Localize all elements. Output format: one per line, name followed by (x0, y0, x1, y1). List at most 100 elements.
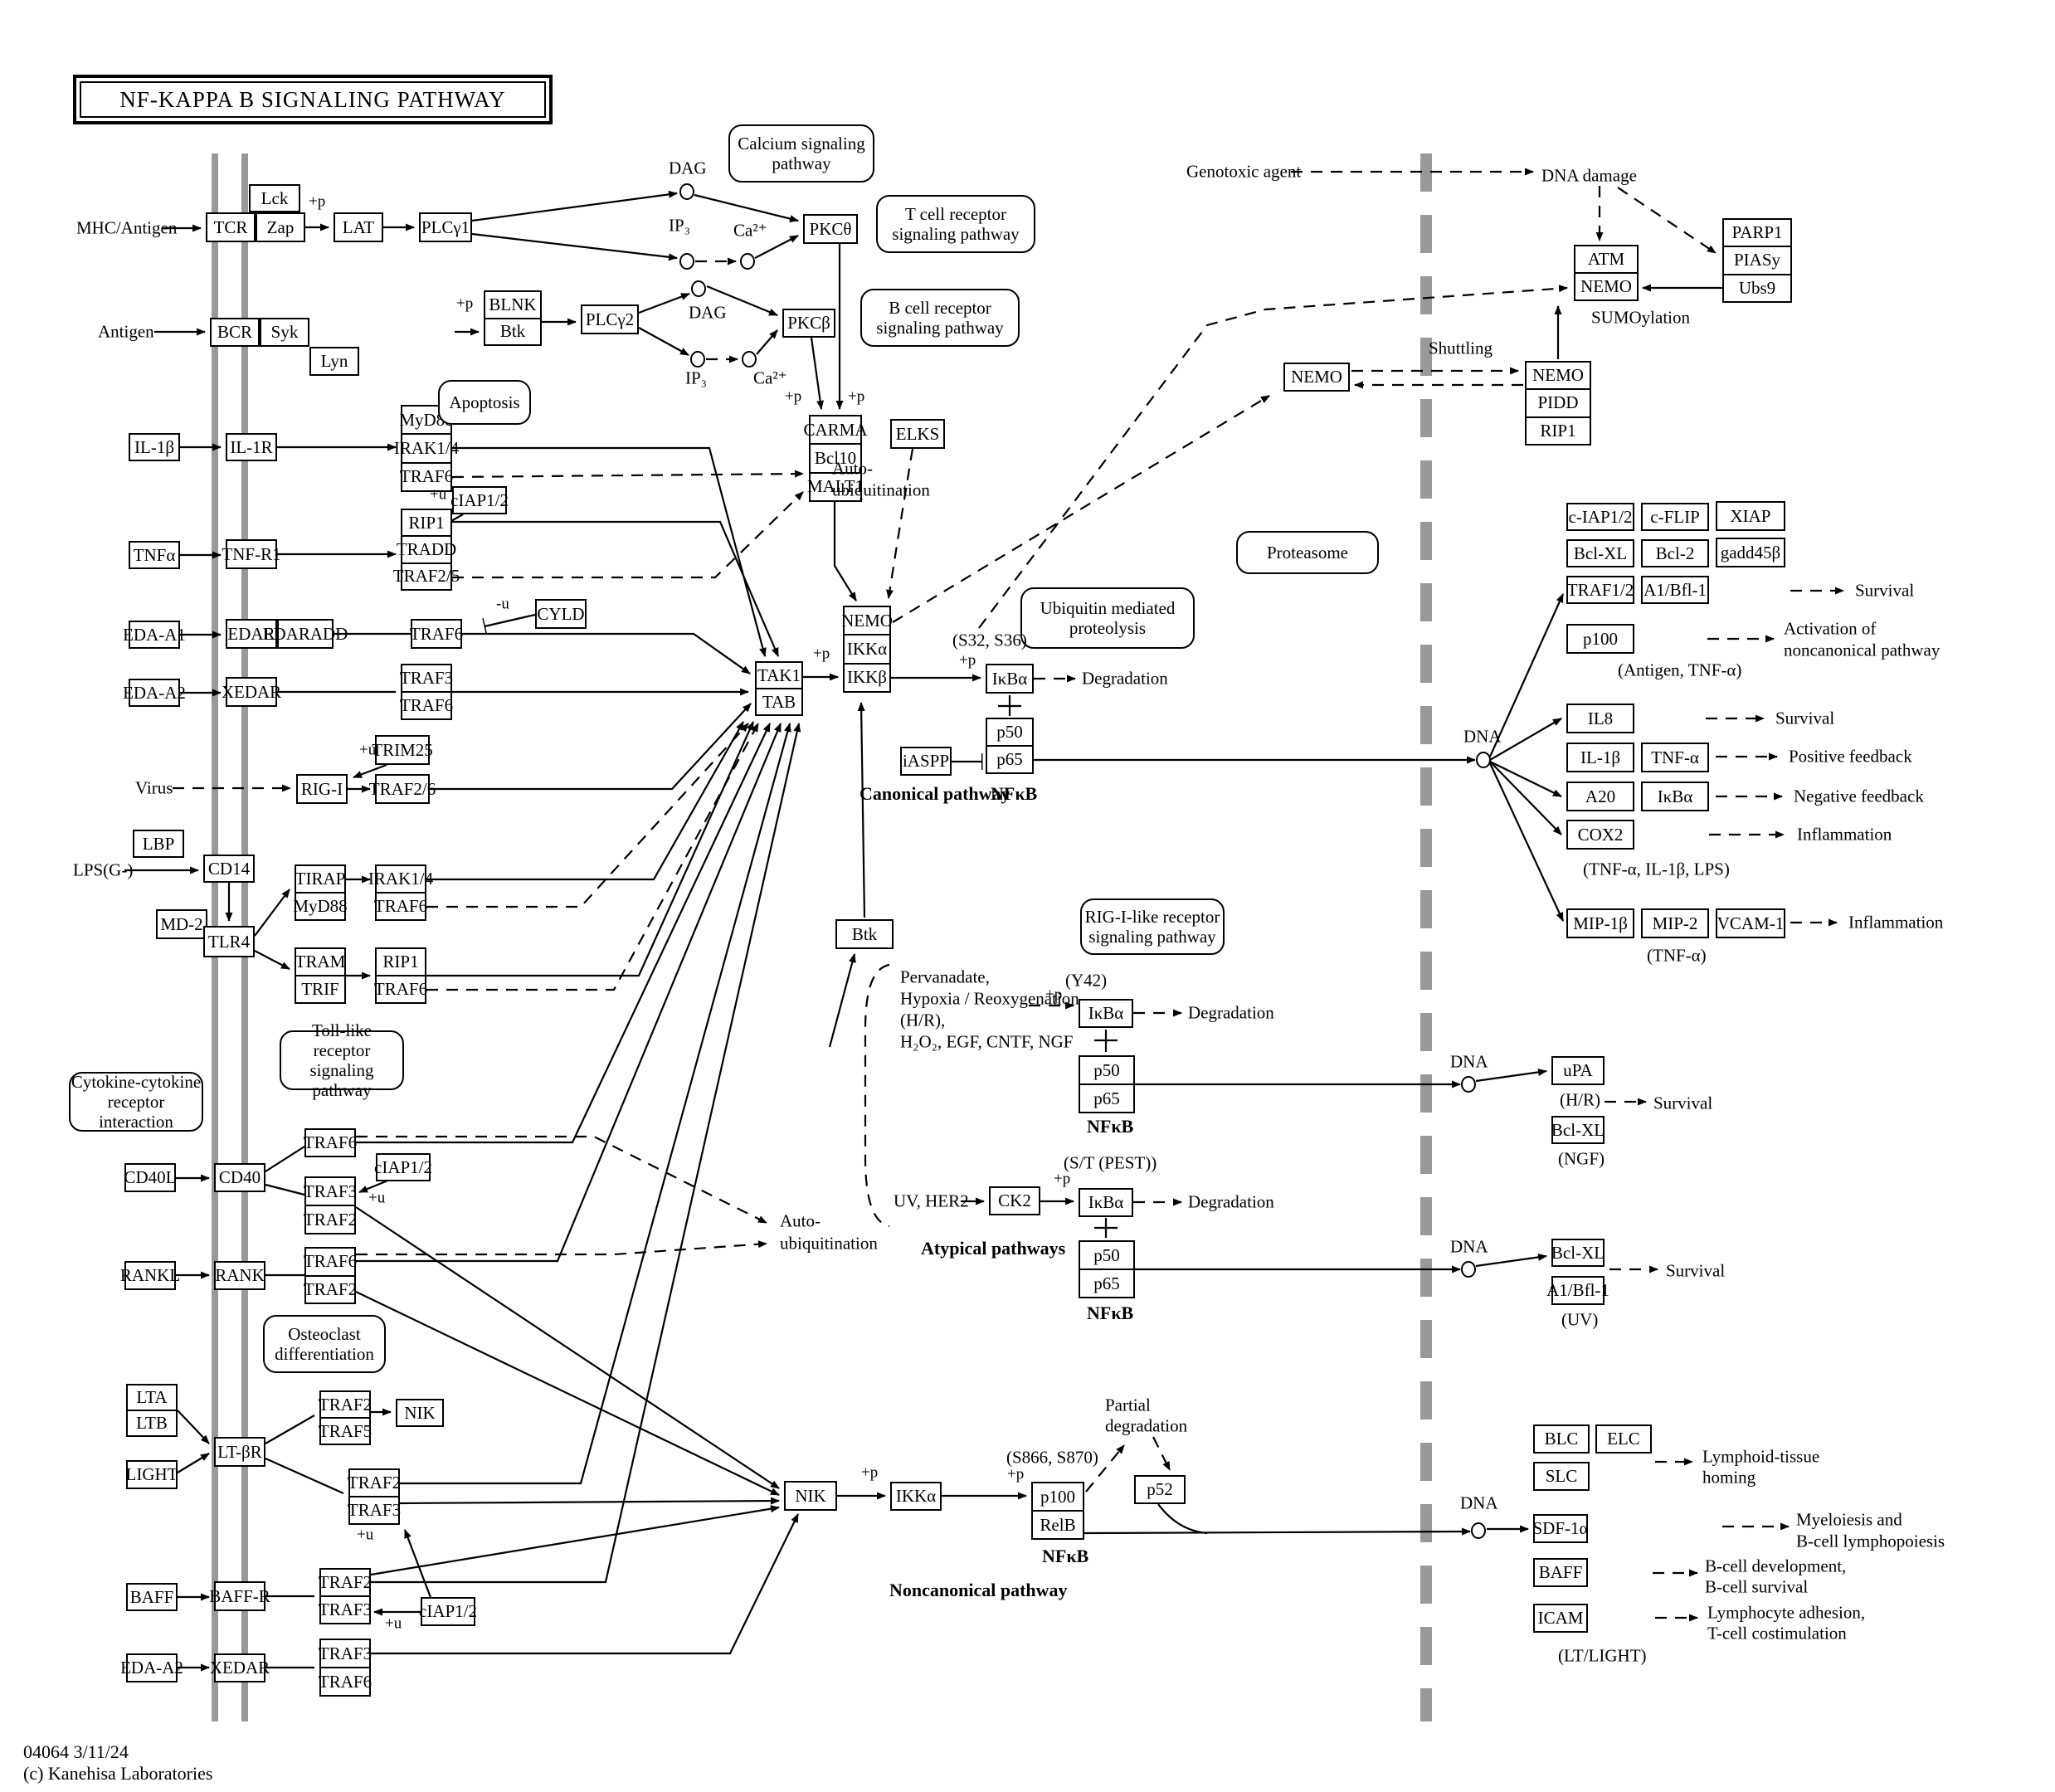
gene-box-traf26[interactable]: TRAF2/6 (369, 774, 436, 804)
gene-box-nemo-shuttle[interactable]: NEMO (1283, 363, 1350, 392)
gene-box-ck2[interactable]: CK2 (989, 1186, 1040, 1215)
gene-box-ikba-y42[interactable]: IκBα (1079, 999, 1133, 1028)
gene-box-tnfa[interactable]: TNFα (129, 541, 180, 569)
gene-box-a1bfl1-out[interactable]: A1/Bfl-1 (1641, 576, 1709, 604)
gene-box-edar[interactable]: EDAR (226, 619, 277, 649)
gene-box-bcl-xl-ngf[interactable]: Bcl-XL (1551, 1116, 1605, 1144)
gene-box-iaspp[interactable]: iASPP (900, 747, 952, 776)
gene-box-c-iap12-out[interactable]: c-IAP1/2 (1566, 503, 1634, 531)
gene-box-icam-out[interactable]: ICAM (1533, 1604, 1588, 1633)
gene-box-a20-out[interactable]: A20 (1566, 782, 1634, 811)
gene-box-xedar[interactable]: XEDAR (222, 677, 281, 707)
gene-box-il1b-out[interactable]: IL-1β (1566, 743, 1634, 772)
gene-box-mip-1b-out[interactable]: MIP-1β (1566, 908, 1634, 938)
pathway-box-apoptosis[interactable]: Apoptosis (438, 380, 531, 425)
gene-box-ciap12-b[interactable]: cIAP1/2 (374, 1153, 432, 1181)
gene-box-baff[interactable]: BAFF (126, 1583, 178, 1611)
gene-box-ikba-out[interactable]: IκBα (1641, 782, 1709, 811)
gene-box-traf12-out[interactable]: TRAF1/2 (1566, 576, 1634, 604)
gene-box-xiap[interactable]: XIAP (1716, 501, 1785, 531)
gene-box-sdf-1a-out[interactable]: SDF-1α (1532, 1514, 1589, 1543)
gene-box-traf6-edar[interactable]: TRAF6 (410, 619, 463, 649)
gene-box-rankl[interactable]: RANKL (120, 1261, 180, 1290)
gene-box-lt-br[interactable]: LT-βR (214, 1437, 265, 1467)
gene-box-elc-out[interactable]: ELC (1595, 1424, 1652, 1454)
gene-box-tnfa-out[interactable]: TNF-α (1641, 743, 1709, 772)
gene-box-plcg1[interactable]: PLCγ1 (419, 212, 472, 242)
gene-box-blc-out[interactable]: BLC (1533, 1424, 1590, 1454)
gene-box-pkc-beta[interactable]: PKCβ (782, 309, 835, 338)
gene-box-bcr[interactable]: BCR (210, 318, 260, 347)
gene-box-il1b[interactable]: IL-1β (129, 433, 180, 461)
gene-box-pkc-theta[interactable]: PKCθ (803, 214, 858, 244)
gene-box-nik-small[interactable]: NIK (396, 1399, 444, 1427)
gene-box-upa-out[interactable]: uPA (1551, 1056, 1605, 1085)
gene-box-rig-i[interactable]: RIG-I (296, 774, 348, 804)
gene-box-il8-out[interactable]: IL8 (1566, 704, 1634, 733)
gene-box-c-flip[interactable]: c-FLIP (1641, 503, 1709, 531)
gene-box-md-2[interactable]: MD-2 (156, 909, 207, 939)
gene-box-eda-a1[interactable]: EDA-A1 (123, 621, 186, 649)
gene-box-p52[interactable]: p52 (1134, 1475, 1186, 1504)
gene-box-cyld[interactable]: CYLD (535, 599, 587, 629)
gene-box-traf6-cd40[interactable]: TRAF6 (304, 1128, 357, 1157)
gene-box-ikba-canonical[interactable]: IκBα (986, 664, 1034, 694)
gene-box-baff-out[interactable]: BAFF (1533, 1558, 1588, 1587)
gene-box-rank[interactable]: RANK (214, 1261, 265, 1290)
gene-box-xedar-b[interactable]: XEDAR (210, 1653, 270, 1682)
gene-box-cd40l[interactable]: CD40L (124, 1163, 177, 1192)
gene-box-cd40[interactable]: CD40 (214, 1163, 265, 1192)
gene-box-baff-r[interactable]: BAFF-R (209, 1581, 270, 1611)
gene-box-ikba-pest[interactable]: IκBα (1079, 1188, 1133, 1217)
gene-box-btk[interactable]: Btk (835, 919, 894, 949)
gene-box-cd14[interactable]: CD14 (203, 855, 255, 883)
gene-box-plcg2[interactable]: PLCγ2 (581, 304, 639, 334)
gene-box-ciap12-c[interactable]: cIAP1/2 (419, 1597, 477, 1626)
gene-box-lbp[interactable]: LBP (133, 830, 184, 858)
gene-box-tnfr1[interactable]: TNF-R1 (222, 539, 281, 569)
gene-box-lck[interactable]: Lck (249, 184, 300, 212)
gene-box-bcl-xl-out[interactable]: Bcl-XL (1566, 539, 1634, 567)
gene-box-eda-a2-b[interactable]: EDA-A2 (120, 1653, 183, 1682)
gene-box-bcl-xl-uv[interactable]: Bcl-XL (1551, 1239, 1605, 1267)
gene-box-zap[interactable]: Zap (256, 212, 305, 242)
gene-box-il1r[interactable]: IL-1R (226, 433, 277, 461)
gene-box-tlr4[interactable]: TLR4 (203, 926, 255, 957)
gene-box-tcr[interactable]: TCR (206, 212, 256, 242)
gene-box-vcam-1-out[interactable]: VCAM-1 (1716, 908, 1785, 938)
gene-box-slc-out[interactable]: SLC (1533, 1462, 1590, 1491)
gene-box-trim25[interactable]: TRIM25 (372, 735, 433, 765)
gene-box-bcl-2[interactable]: Bcl-2 (1641, 539, 1709, 567)
gene-box-nik[interactable]: NIK (784, 1481, 837, 1511)
pathway-box-proteasome[interactable]: Proteasome (1236, 531, 1379, 574)
gene-box-ikka-noncanonical[interactable]: IKKα (890, 1482, 942, 1511)
gene-box-edaradd[interactable]: EDARADD (263, 619, 348, 649)
gene-box-a1bfl1-uv[interactable]: A1/Bfl-1 (1546, 1276, 1609, 1305)
